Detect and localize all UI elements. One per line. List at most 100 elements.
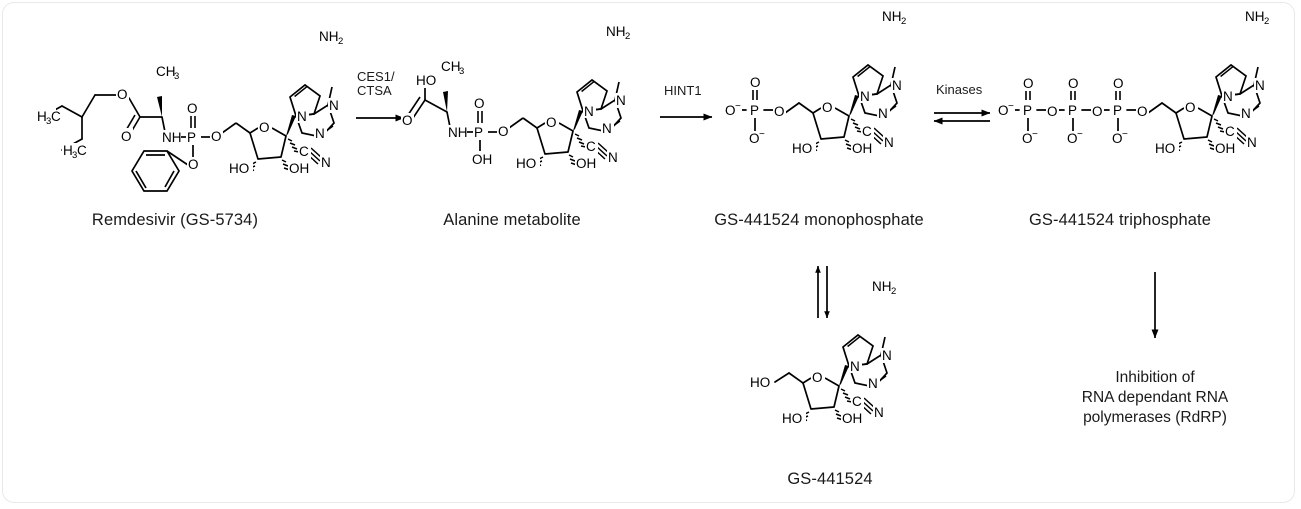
reaction-label-kinases: Kinases [936,82,983,97]
svg-text:2: 2 [1264,16,1269,27]
svg-text:P: P [1068,103,1077,118]
svg-text:O: O [1185,100,1196,115]
svg-text:N: N [315,126,325,141]
svg-text:N: N [329,98,339,113]
svg-text:N: N [882,348,892,363]
svg-text:−: − [1077,129,1083,140]
svg-text:N: N [1241,106,1251,121]
svg-text:N: N [1223,89,1233,104]
svg-text:N: N [850,359,860,374]
reaction-arrow-monophosphate-nucleoside [815,265,830,319]
svg-text:N: N [616,93,626,108]
svg-text:O: O [1068,76,1079,91]
svg-text:O: O [1022,131,1033,146]
svg-text:O: O [774,104,785,119]
svg-text:O: O [750,75,761,90]
svg-text:N: N [608,150,618,165]
svg-text:NH: NH [872,279,892,294]
svg-text:−: − [1122,129,1128,140]
svg-text:N: N [884,135,894,150]
svg-text:O: O [1092,104,1103,119]
svg-text:O: O [822,100,833,115]
svg-text:C: C [1225,124,1235,139]
structure-gs441524-monophosphate: P O O − O − O O HO OH C N [724,8,908,156]
svg-text:3: 3 [174,71,179,82]
svg-text:OH: OH [576,156,596,171]
svg-text:−: − [1032,129,1038,140]
svg-text:O: O [1067,131,1078,146]
reaction-label-hint1: HINT1 [664,83,702,98]
svg-text:N: N [868,376,878,391]
svg-text:C: C [852,394,862,409]
svg-text:O: O [498,124,509,139]
svg-text:N: N [584,104,594,119]
svg-text:O: O [188,157,199,172]
structure-gs441524-triphosphate: P O O − O − O P O O − O [997,8,1271,156]
svg-text:O: O [749,131,760,146]
svg-text:O: O [187,101,198,116]
caption-gs441524-monophosphate: GS-441524 monophosphate [714,211,924,229]
reaction-arrow-kinases [933,109,991,125]
svg-text:HO: HO [229,161,249,176]
svg-text:C: C [77,143,87,158]
svg-text:NH: NH [606,24,626,39]
svg-text:P: P [1113,103,1122,118]
caption-alanine-metabolite: Alanine metabolite [443,211,581,229]
svg-text:HO: HO [782,411,802,426]
svg-text:NH: NH [162,130,182,145]
svg-text:−: − [1008,101,1014,112]
svg-text:NH: NH [319,29,339,44]
svg-text:OH: OH [1215,141,1235,156]
svg-text:N: N [1255,78,1265,93]
svg-text:3: 3 [46,116,51,127]
svg-text:O: O [117,87,128,102]
svg-text:N: N [860,89,870,104]
svg-text:N: N [892,78,902,93]
structure-remdesivir: H 3 C H 3 C O O CH 3 NH P O [36,28,345,192]
svg-text:OH: OH [289,161,309,176]
svg-text:2: 2 [901,16,906,27]
svg-text:O: O [259,120,270,135]
svg-text:NH: NH [882,9,902,24]
svg-text:OH: OH [852,141,872,156]
svg-text:CH: CH [156,64,176,79]
svg-text:O: O [998,103,1009,118]
svg-text:HO: HO [792,141,812,156]
svg-text:N: N [1247,135,1257,150]
svg-text:N: N [874,405,884,420]
svg-text:NH: NH [448,125,468,140]
svg-text:H: H [63,143,73,158]
svg-text:2: 2 [891,286,896,297]
svg-text:N: N [878,106,888,121]
svg-text:P: P [750,103,759,118]
structure-alanine-metabolite: HO O CH 3 NH P O OH O O HO [401,23,632,171]
reaction-label-ces1-ctsa: CES1/ CTSA [357,69,395,98]
rdrp-inhibition-line-1: Inhibition of [1115,369,1195,386]
svg-text:2: 2 [625,31,630,42]
caption-gs441524-triphosphate: GS-441524 triphosphate [1029,211,1211,229]
svg-text:P: P [187,130,196,145]
svg-text:O: O [211,129,222,144]
svg-text:O: O [1112,131,1123,146]
svg-text:−: − [759,129,765,140]
svg-text:HO: HO [516,156,536,171]
svg-text:O: O [1137,104,1148,119]
svg-text:C: C [862,124,872,139]
rdrp-inhibition-line-2: RNA dependant RNA [1081,389,1229,406]
svg-text:O: O [725,103,736,118]
svg-text:P: P [1023,103,1032,118]
structure-gs441524: HO O HO OH C N N NH 2 N N [749,278,898,426]
rdrp-inhibition-line-3: polymerases (RdRP) [1083,409,1227,426]
svg-text:O: O [546,115,557,130]
svg-text:CH: CH [441,59,461,74]
svg-text:HO: HO [750,375,770,390]
rdrp-inhibition-text: Inhibition of RNA dependant RNA polymera… [1035,368,1275,428]
svg-text:N: N [602,121,612,136]
svg-text:HO: HO [1155,141,1175,156]
svg-text:O: O [474,96,485,111]
svg-text:O: O [812,370,823,385]
svg-text:O: O [1047,104,1058,119]
svg-text:HO: HO [416,73,436,88]
